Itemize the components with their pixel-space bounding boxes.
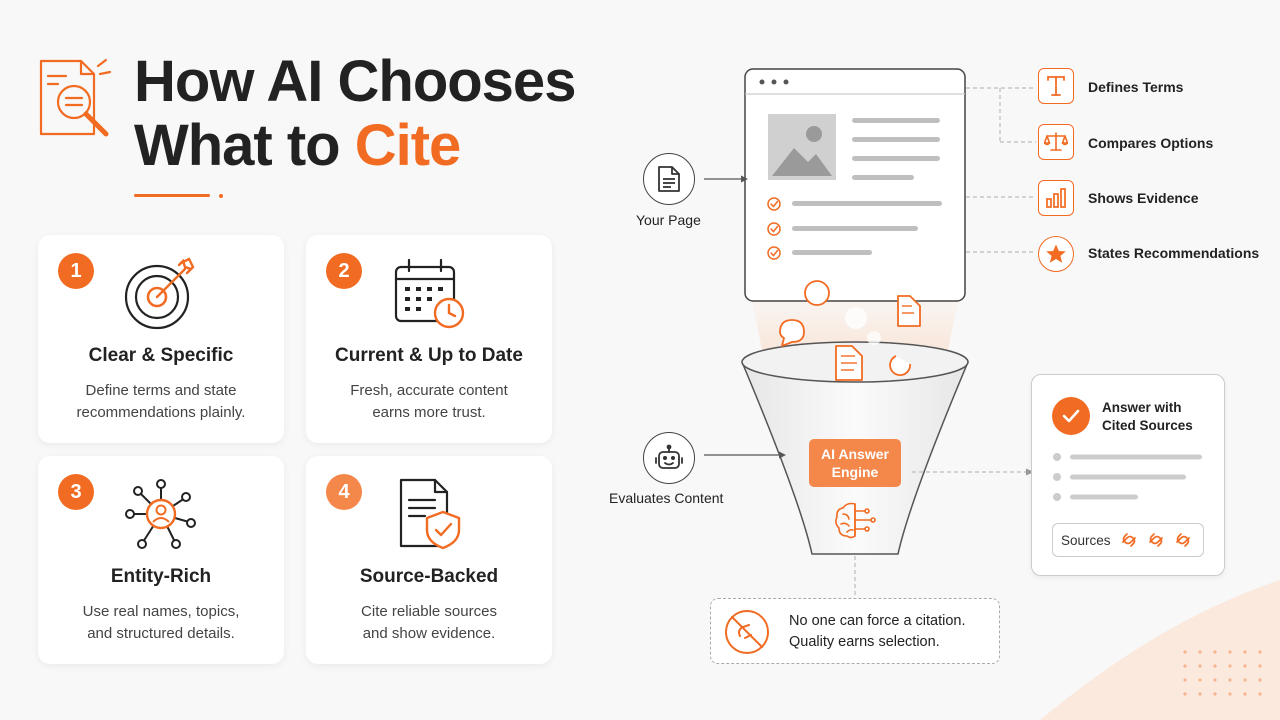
answer-title-line-2: Cited Sources: [1102, 418, 1193, 433]
feature-states-recommendations-label: States Recommendations: [1088, 245, 1260, 261]
feature-states-recommendations-badge: [1038, 236, 1074, 272]
webpage-window: [744, 68, 966, 302]
feature-compares-options-box: [1038, 124, 1074, 160]
card-description-line-2: recommendations plainly.: [76, 404, 246, 421]
document-shield-icon: [399, 478, 461, 550]
title-accent-word: Cite: [354, 113, 462, 178]
answer-check-badge: [1052, 397, 1090, 435]
engine-label-line-1: AI Answer: [821, 446, 889, 462]
feature-shows-evidence-box: [1038, 180, 1074, 216]
note-text: No one can force a citation. Quality ear…: [789, 611, 966, 653]
card-description-line-2: earns more trust.: [372, 404, 486, 421]
no-force-icon: [725, 610, 769, 654]
card-description-line-2: and show evidence.: [362, 625, 496, 642]
document-search-icon: [39, 58, 112, 137]
brain-circuit-icon: [835, 502, 876, 539]
card-title: Current & Up to Date: [335, 345, 523, 366]
text-t-icon: [1047, 76, 1065, 96]
title-divider: [134, 194, 210, 197]
card-description: Define terms and state recommendations p…: [48, 380, 274, 424]
card-current-up-to-date: 2 Current & Up to Date Fresh, accurate c…: [306, 235, 552, 443]
corner-swoosh-decoration: [1040, 580, 1280, 720]
card-description-line-1: Cite reliable sources: [361, 603, 497, 620]
feature-connectors: [966, 87, 1036, 253]
your-page-node: [643, 153, 695, 205]
note-line-1: No one can force a citation.: [789, 613, 966, 629]
card-title: Source-Backed: [359, 566, 499, 587]
link-icons: [1121, 533, 1190, 547]
page-title: How AI Chooses What to Cite: [134, 50, 604, 178]
card-number-badge: 1: [58, 253, 94, 289]
card-source-backed: 4 Source-Backed Cite reliable sources an…: [306, 456, 552, 664]
star-icon: [1046, 244, 1066, 263]
target-icon: [124, 257, 195, 330]
card-clear-specific: 1 Clear & Specific Define terms and stat…: [38, 235, 284, 443]
your-page-label: Your Page: [636, 212, 701, 228]
your-page-arrow: [704, 175, 748, 183]
card-entity-rich: 3 Entity-Rich Use real names, topics, an…: [38, 456, 284, 664]
card-title: Clear & Specific: [88, 345, 234, 366]
evaluates-content-node: [643, 432, 695, 484]
title-line-2: What to Cite: [134, 114, 604, 178]
evaluates-arrow: [704, 451, 786, 459]
sources-label: Sources: [1061, 532, 1111, 548]
card-number-badge: 3: [58, 474, 94, 510]
check-icon: [1062, 409, 1080, 423]
feature-defines-terms-box: [1038, 68, 1074, 104]
title-line-2-prefix: What to: [134, 113, 355, 178]
note-line-2: Quality earns selection.: [789, 634, 940, 650]
card-number-badge: 2: [326, 253, 362, 289]
title-divider-dot: [219, 194, 223, 198]
card-description: Use real names, topics, and structured d…: [48, 601, 274, 645]
card-description-line-1: Fresh, accurate content: [350, 382, 508, 399]
card-description-line-1: Define terms and state: [85, 382, 237, 399]
answer-connector: [912, 468, 1034, 476]
robot-icon: [655, 444, 683, 469]
card-number-badge: 4: [326, 474, 362, 510]
document-icon: [658, 166, 680, 192]
floating-content-items: [779, 280, 921, 381]
card-description: Cite reliable sources and show evidence.: [316, 601, 542, 645]
card-description-line-1: Use real names, topics,: [82, 603, 240, 620]
feature-defines-terms-label: Defines Terms: [1088, 79, 1184, 95]
card-description-line-2: and structured details.: [87, 625, 235, 642]
evaluates-content-label: Evaluates Content: [609, 490, 724, 506]
answer-card: Answer with Cited Sources Sources: [1031, 374, 1225, 576]
feature-shows-evidence-label: Shows Evidence: [1088, 190, 1199, 206]
card-title: Entity-Rich: [110, 566, 212, 587]
engine-label-line-2: Engine: [831, 464, 879, 480]
network-person-icon: [125, 479, 196, 549]
scales-icon: [1044, 132, 1068, 151]
title-line-1: How AI Chooses: [134, 49, 576, 114]
calendar-clock-icon: [394, 258, 465, 329]
card-description: Fresh, accurate content earns more trust…: [316, 380, 542, 424]
feature-compares-options-label: Compares Options: [1088, 135, 1214, 151]
sources-row[interactable]: Sources: [1052, 523, 1204, 557]
answer-title: Answer with Cited Sources: [1102, 399, 1193, 435]
ai-answer-engine-badge: AI Answer Engine: [809, 439, 901, 487]
note-box: No one can force a citation. Quality ear…: [710, 598, 1000, 664]
answer-text-lines: [1053, 453, 1202, 501]
bar-chart-icon: [1046, 188, 1066, 208]
answer-title-line-1: Answer with: [1102, 400, 1182, 415]
note-connector: [854, 556, 856, 598]
